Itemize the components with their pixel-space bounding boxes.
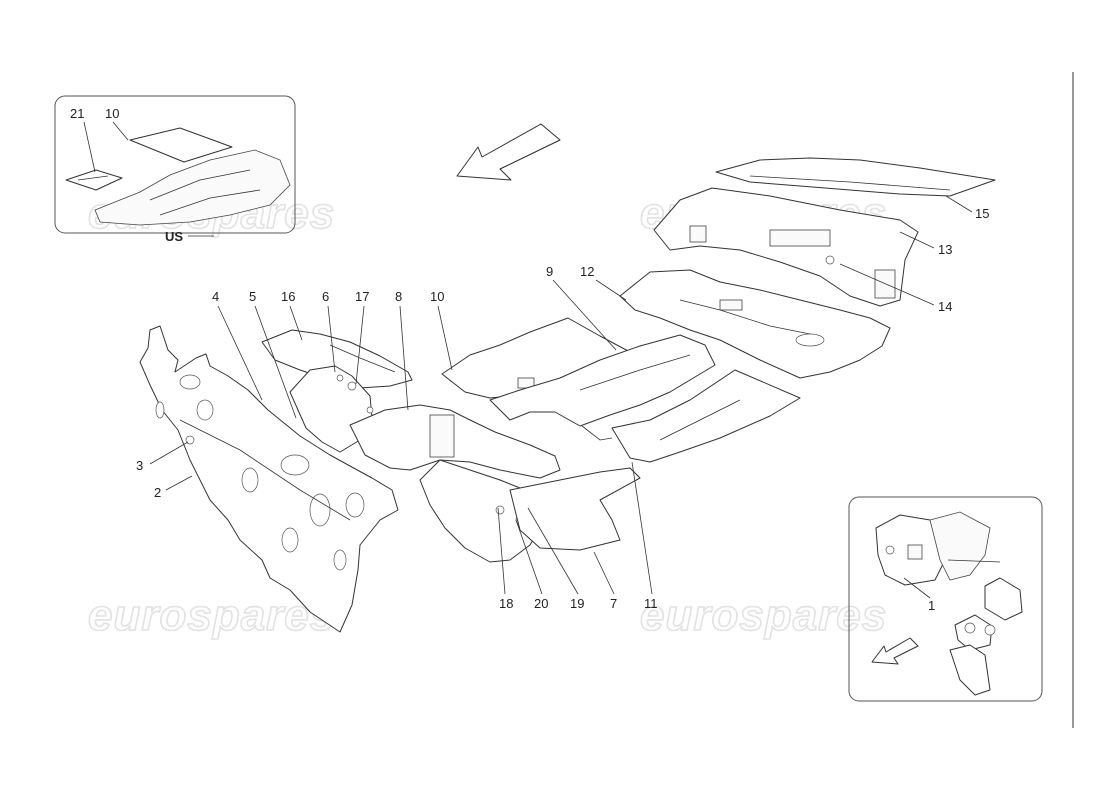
label-7: 7 [610, 596, 617, 611]
part-8-tunnel [349, 404, 561, 479]
label-16: 16 [281, 289, 295, 304]
inset-us: 21 10 US [54, 95, 296, 244]
label-18: 18 [499, 596, 513, 611]
inset-pedal-assembly [929, 511, 991, 581]
label-1: 1 [928, 598, 935, 613]
label-21-inset: 21 [70, 106, 84, 121]
label-10: 10 [430, 289, 444, 304]
part-15-parcel-shelf [715, 157, 996, 197]
part-11-floor-mat [611, 369, 801, 463]
label-4: 4 [212, 289, 219, 304]
watermark-bottom-right: eurospares [640, 591, 887, 640]
main-assembly: 2 3 4 5 16 6 17 8 10 9 12 15 13 14 18 20… [136, 157, 996, 633]
label-6: 6 [322, 289, 329, 304]
part-12-rear-insulation [619, 269, 891, 379]
inset-pad-21 [65, 169, 123, 191]
label-3: 3 [136, 458, 143, 473]
direction-arrow-top [456, 123, 561, 181]
label-14: 14 [938, 299, 952, 314]
label-19: 19 [570, 596, 584, 611]
label-5: 5 [249, 289, 256, 304]
label-us: US [165, 229, 183, 244]
inset-mat-10 [129, 127, 233, 163]
watermark-bottom-left: eurospares [88, 591, 335, 640]
inset-floor [94, 149, 291, 226]
label-17: 17 [355, 289, 369, 304]
inset-direction-arrow [871, 637, 919, 665]
part-13-rear-bulkhead [653, 187, 919, 307]
part-9-rear-tunnel [489, 334, 716, 427]
label-13: 13 [938, 242, 952, 257]
label-2: 2 [154, 485, 161, 500]
leader-lines [149, 195, 973, 595]
inset-pedal: 1 [848, 496, 1043, 702]
label-12: 12 [580, 264, 594, 279]
label-20: 20 [534, 596, 548, 611]
part-7-strip [509, 467, 641, 551]
part-16-trim [261, 329, 413, 389]
label-11: 11 [644, 596, 658, 611]
label-9: 9 [546, 264, 553, 279]
label-8: 8 [395, 289, 402, 304]
label-10-inset: 10 [105, 106, 119, 121]
label-15: 15 [975, 206, 989, 221]
